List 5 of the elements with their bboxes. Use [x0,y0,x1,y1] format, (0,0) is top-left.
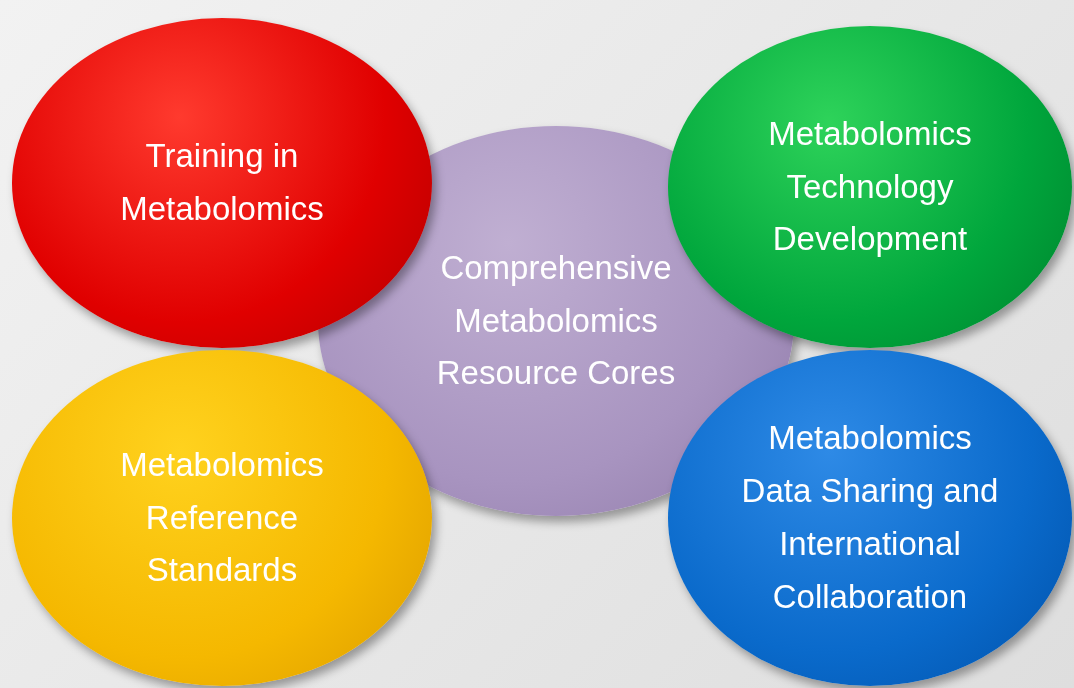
node-label: Comprehensive Metabolomics Resource Cores [435,247,677,394]
node-label: Metabolomics Reference Standards [119,444,325,591]
node-label: Metabolomics Data Sharing and International Collaboration [740,418,1000,617]
node-label: Training in Metabolomics [119,136,325,229]
node-label: Metabolomics Technology Development [767,113,973,260]
